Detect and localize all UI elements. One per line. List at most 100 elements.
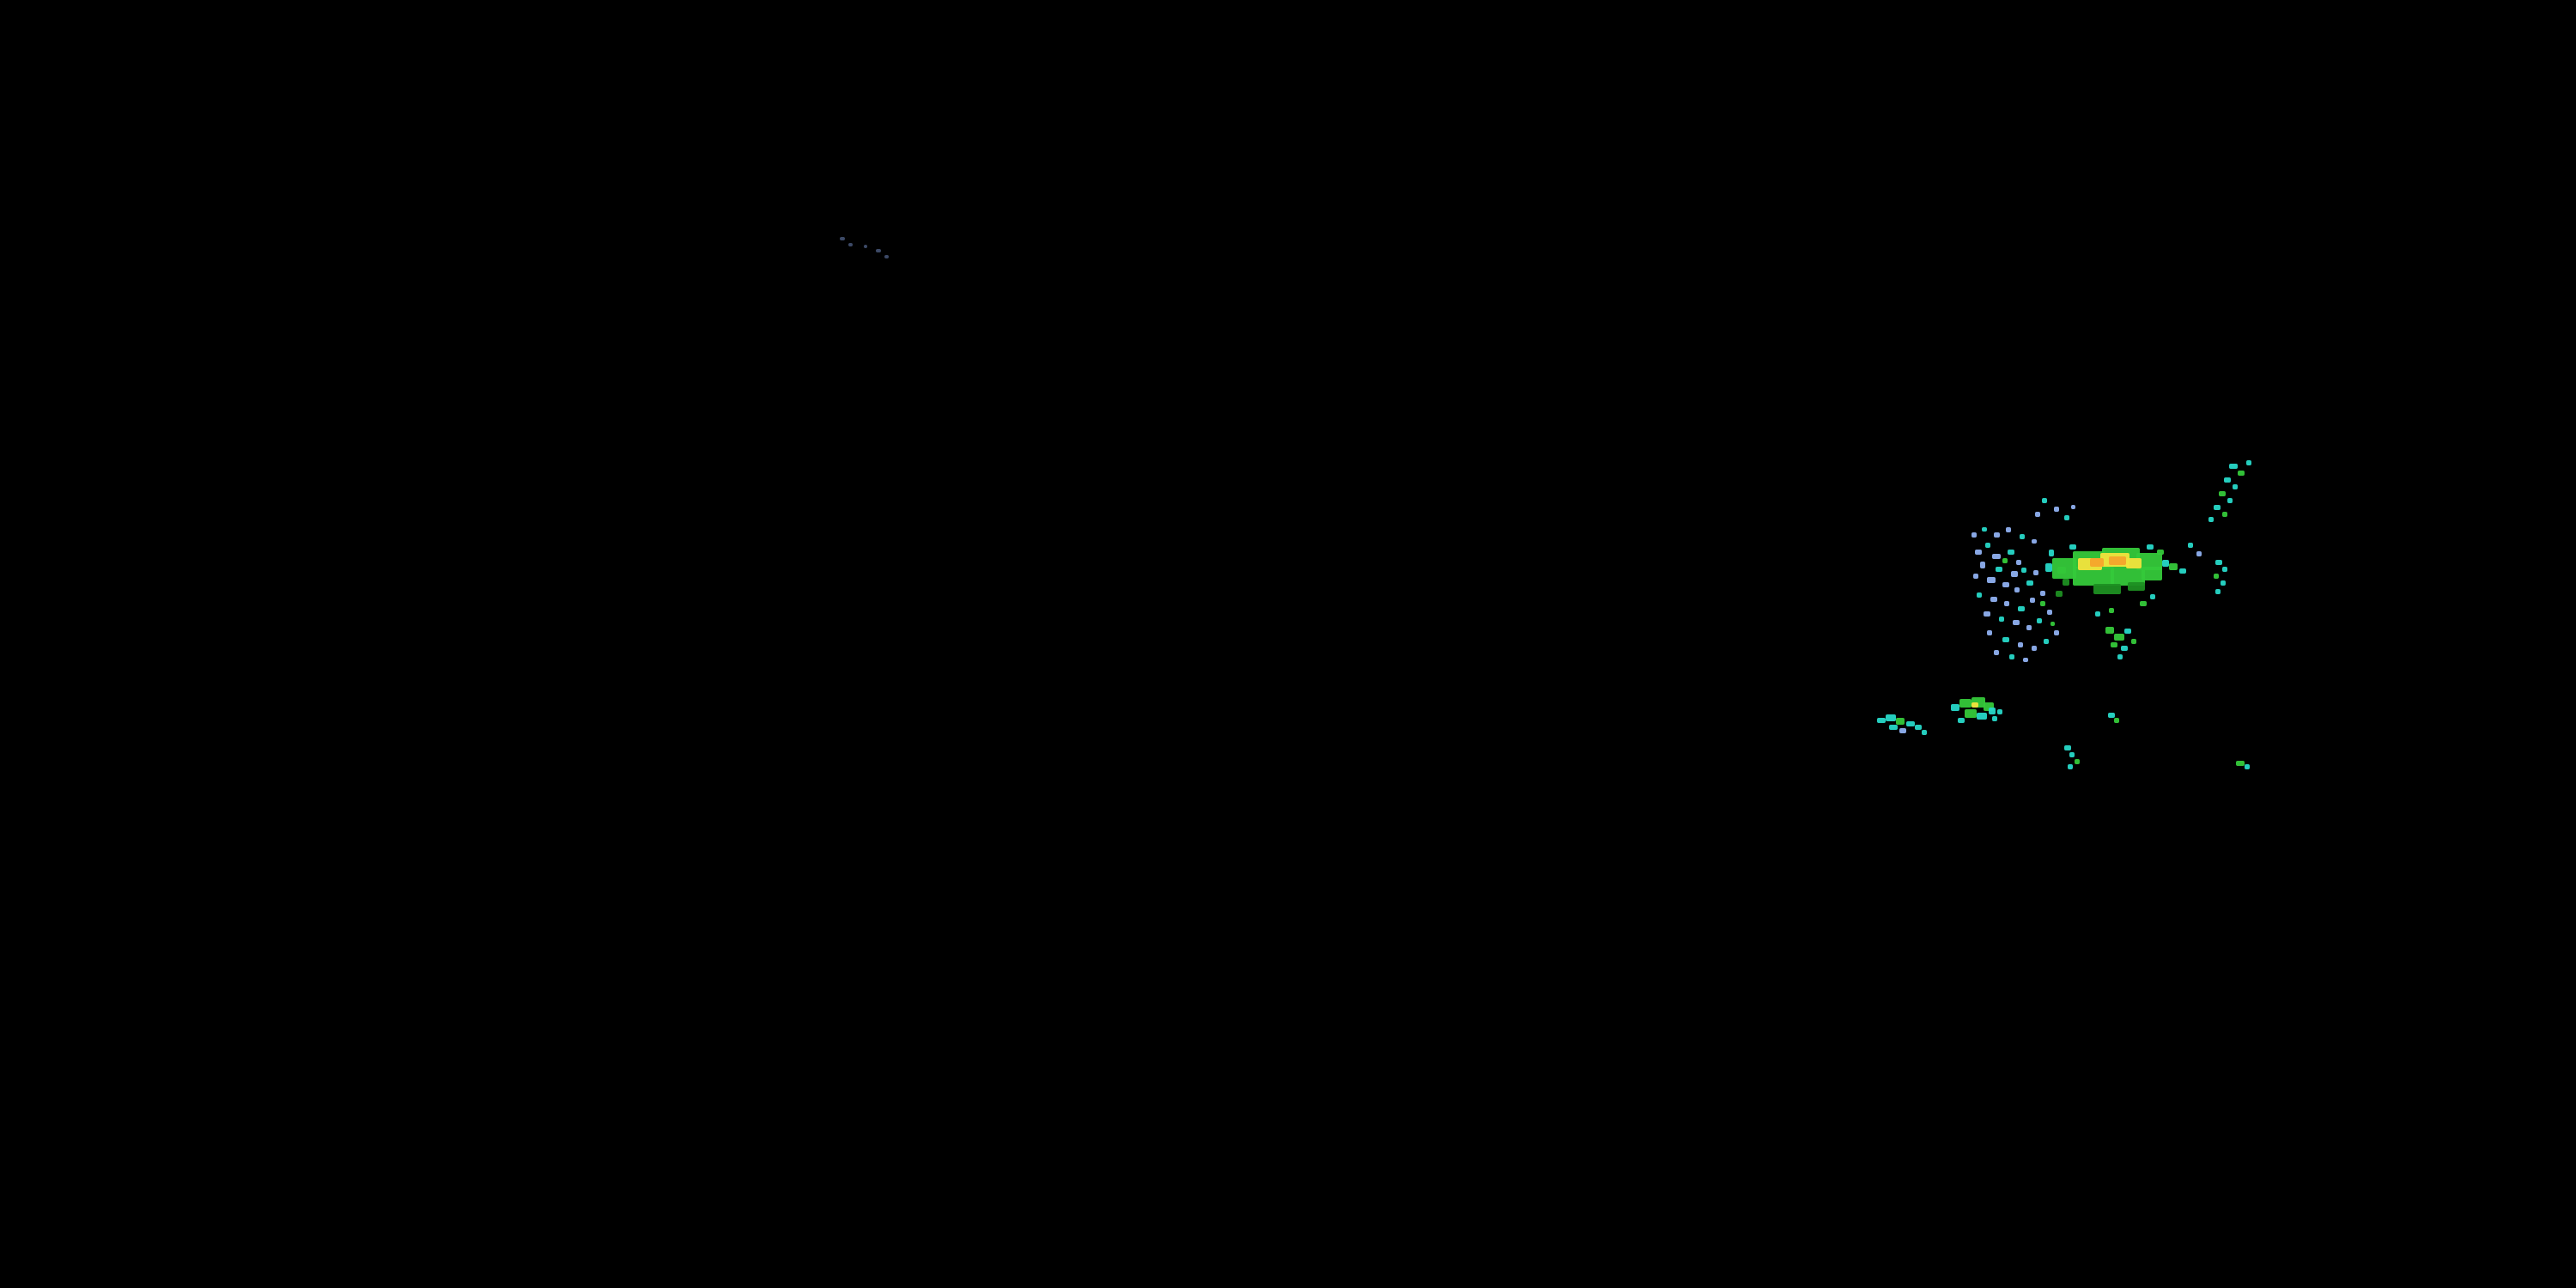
radar-echo-cell	[2109, 556, 2126, 565]
radar-echo-cell	[1996, 567, 2002, 572]
radar-echo-cell	[2008, 550, 2014, 555]
radar-echo-cell	[2064, 745, 2071, 750]
radar-echo-cell	[1999, 617, 2004, 622]
radar-echo-cell	[2002, 637, 2009, 642]
radar-echo-cell	[2037, 618, 2042, 623]
radar-echo-cell	[2040, 591, 2045, 596]
radar-echo-cell	[2245, 764, 2250, 769]
radar-echo-cell	[2222, 512, 2227, 517]
radar-echo-cell	[2222, 567, 2227, 572]
radar-echo-cell	[2136, 553, 2162, 570]
radar-echo-cell	[2069, 752, 2075, 757]
radar-echo-cell	[1984, 702, 1994, 711]
radar-echo-cell	[1997, 709, 2002, 714]
radar-echo-cell	[1994, 650, 1999, 655]
radar-echo-cell	[2150, 594, 2155, 599]
radar-echo-cell	[2093, 584, 2121, 594]
radar-echo-cell	[2196, 551, 2202, 556]
radar-echo-cell	[2011, 571, 2018, 577]
radar-echo-cell	[2214, 505, 2221, 510]
radar-echo-cell	[2105, 627, 2114, 634]
radar-echo-cell	[2233, 484, 2238, 489]
radar-echo-cell	[2208, 517, 2214, 522]
radar-echo-cell	[2049, 550, 2054, 556]
radar-echo-cell	[1975, 550, 1982, 555]
radar-echo-cell	[2140, 601, 2147, 606]
radar-echo-cell	[1977, 713, 1987, 720]
radar-echo-cell	[2157, 550, 2164, 555]
radar-echo-cell	[1982, 527, 1987, 532]
radar-echo-cell	[2040, 601, 2045, 606]
radar-echo-cell	[840, 237, 845, 240]
radar-echo-cell	[2229, 464, 2238, 469]
radar-echo-cell	[2030, 598, 2035, 603]
radar-echo-cell	[2219, 491, 2226, 496]
radar-echo-cell	[2014, 587, 2020, 592]
radar-echo-cell	[2042, 498, 2047, 503]
radar-echo-cell	[2221, 580, 2226, 586]
radar-echo-cell	[1992, 716, 1997, 721]
radar-echo-cell	[1906, 721, 1915, 726]
radar-echo-cell	[1951, 704, 1959, 711]
radar-echo-cell	[864, 245, 867, 248]
radar-echo-cell	[2224, 477, 2231, 483]
radar-echo-cell	[1886, 714, 1896, 721]
radar-echo-cell	[2111, 568, 2145, 586]
radar-echo-cell	[2236, 761, 2245, 766]
radar-echo-cell	[2013, 620, 2020, 625]
radar-echo-cell	[2188, 543, 2193, 548]
radar-echo-cell	[2169, 563, 2178, 570]
radar-echo-cell	[1959, 699, 1971, 708]
radar-echo-cell	[2109, 608, 2114, 613]
radar-echo-cell	[2124, 629, 2131, 634]
radar-echo-cell	[2044, 639, 2049, 644]
radar-echo-cell	[2108, 713, 2115, 718]
radar-echo-cell	[2114, 634, 2124, 641]
radar-echo-cell	[2054, 507, 2059, 512]
radar-echo-cell	[2095, 611, 2100, 617]
radar-echo-cell	[2002, 582, 2009, 587]
radar-echo-cell	[2006, 527, 2011, 532]
radar-echo-cell	[2111, 642, 2117, 647]
radar-echo-cell	[2128, 582, 2145, 591]
radar-echo-cell	[1877, 718, 1886, 723]
radar-echo-cell	[1992, 554, 2001, 559]
radar-echo-cell	[2227, 498, 2233, 503]
radar-echo-cell	[2056, 591, 2063, 597]
radar-echo-cell	[2142, 567, 2162, 580]
radar-echo-cell	[1987, 577, 1996, 583]
radar-echo-cell	[1915, 725, 1922, 730]
radar-echo-cell	[2215, 560, 2222, 565]
radar-echo-cell	[2131, 639, 2136, 644]
radar-echo-cell	[2069, 544, 2076, 550]
radar-echo-cell	[2032, 539, 2037, 544]
radar-echo-cell	[2018, 642, 2023, 647]
radar-echo-cell	[1990, 597, 1997, 602]
radar-echo-cell	[2126, 558, 2142, 568]
radar-echo-cell	[1989, 708, 1996, 714]
radar-echo-cell	[1971, 702, 1978, 708]
radar-echo-cell	[2002, 558, 2008, 563]
radar-echo-cell	[1965, 709, 1977, 718]
radar-echo-cell	[2023, 658, 2028, 662]
radar-echo-cell	[2047, 610, 2052, 615]
radar-echo-cell	[2063, 579, 2069, 586]
radar-echo-cell	[2162, 560, 2169, 567]
radar-echo-cell	[2026, 625, 2032, 630]
radar-echo-cell	[2050, 622, 2055, 626]
radar-echo-cell	[2121, 646, 2128, 651]
radar-echo-cell	[2026, 580, 2033, 586]
radar-echo-cell	[2214, 574, 2219, 579]
radar-echo-cell	[2052, 558, 2076, 579]
radar-echo-cell	[2054, 630, 2059, 635]
radar-echo-cell	[2009, 654, 2014, 659]
radar-echo-cell	[2018, 606, 2025, 611]
radar-echo-cell	[2179, 568, 2186, 574]
radar-echo-cell	[2114, 718, 2119, 723]
radar-echo-cell	[1987, 630, 1992, 635]
radar-echo-cell	[2075, 759, 2080, 764]
radar-echo-cell	[1984, 611, 1990, 617]
radar-echo-cell	[1985, 543, 1990, 548]
